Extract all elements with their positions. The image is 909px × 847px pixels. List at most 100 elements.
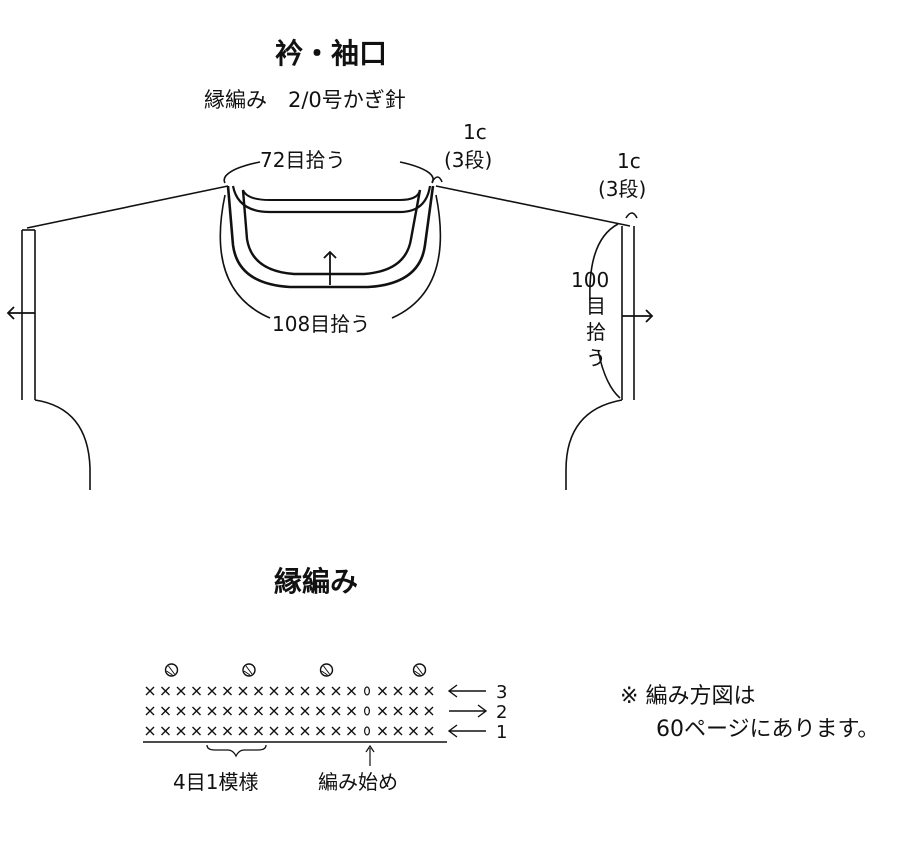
single-crochet-symbol (393, 706, 403, 716)
neckband-inner (241, 189, 422, 276)
single-crochet-symbol (347, 706, 356, 716)
sleeve-pickup-char-1: 目 (586, 294, 606, 318)
reference-note: ※ 編み方図は 60ページにあります。 (620, 680, 879, 746)
picot-hatch (414, 665, 423, 676)
picot-hatch (321, 665, 330, 676)
single-crochet-symbol (192, 706, 201, 716)
row-number-3: 3 (496, 682, 507, 703)
single-crochet-symbol (331, 706, 341, 716)
picot-hatch (166, 665, 175, 676)
note-line1: 編み方図は (645, 684, 756, 709)
single-crochet-symbol (331, 726, 341, 736)
garment-outline (21, 161, 638, 490)
single-crochet-symbol (192, 726, 201, 736)
right-arrow-head-icon (645, 309, 654, 323)
single-crochet-symbol (223, 706, 232, 716)
picot-symbol (412, 663, 427, 677)
sleeve-pickup-num: 100 (571, 268, 609, 292)
single-crochet-symbol (161, 706, 170, 716)
sleeve-pickup-char-3: う (586, 346, 606, 370)
single-crochet-symbol (393, 686, 403, 696)
single-crochet-symbol (424, 706, 434, 716)
sleeve-pickup-char-2: 拾 (586, 320, 606, 344)
start-label: 編み始め (318, 770, 398, 794)
single-crochet-symbol (409, 686, 418, 696)
left-armhole-curve (34, 399, 91, 490)
single-crochet-symbol (300, 726, 310, 736)
single-crochet-symbol (424, 726, 434, 736)
row-number-1: 1 (496, 722, 507, 743)
single-crochet-symbol (378, 686, 387, 696)
single-crochet-symbol (378, 726, 387, 736)
bottom-pickup-arc-right (391, 194, 442, 319)
left-shoulder-line (26, 185, 229, 229)
chain-symbol (364, 686, 371, 696)
repeat-brace (206, 744, 267, 758)
single-crochet-symbol (238, 726, 248, 736)
single-crochet-symbol (207, 726, 217, 736)
neck-rows-label: 1c (463, 120, 487, 144)
single-crochet-symbol (424, 686, 434, 696)
sleeve-rows-paren-label: (3段) (598, 177, 646, 201)
back-neckband-outer (231, 185, 432, 214)
single-crochet-symbol (285, 726, 294, 736)
single-crochet-symbol (207, 706, 217, 716)
right-armhole-curve (565, 399, 623, 490)
single-crochet-symbol (192, 686, 201, 696)
single-crochet-symbol (238, 706, 248, 716)
single-crochet-symbol (161, 726, 170, 736)
neck-bottom-pickup-label: 108目拾う (272, 312, 370, 336)
single-crochet-symbol (269, 686, 279, 696)
neck-top-pickup-label: 72目拾う (260, 148, 345, 172)
single-crochet-symbol (285, 706, 294, 716)
sleeve-rows-label: 1c (617, 149, 641, 173)
repeat-label: 4目1模様 (173, 770, 258, 794)
neckband-outer (226, 185, 435, 289)
single-crochet-symbol (285, 686, 294, 696)
back-neckband-inner (242, 189, 421, 201)
single-crochet-symbol (331, 686, 341, 696)
single-crochet-symbol (176, 706, 186, 716)
single-crochet-symbol (347, 686, 356, 696)
picot-symbol (242, 663, 256, 677)
single-crochet-symbol (176, 726, 186, 736)
chain-symbol (364, 726, 371, 736)
chain-symbol (364, 706, 371, 716)
picot-hatch (243, 665, 253, 676)
collar-section-subtitle: 縁編み 2/0号かぎ針 (204, 88, 406, 112)
single-crochet-symbol (347, 726, 356, 736)
single-crochet-symbol (316, 706, 325, 716)
picot-symbol (164, 663, 179, 677)
bottom-pickup-arc-left (219, 194, 271, 319)
single-crochet-symbol (176, 686, 186, 696)
single-crochet-symbol (238, 686, 248, 696)
single-crochet-symbol (254, 726, 263, 736)
edge-section-title: 縁編み (274, 565, 359, 598)
single-crochet-symbol (223, 686, 232, 696)
neck-rows-paren-label: (3段) (444, 148, 492, 172)
left-arrow-head-icon (6, 306, 15, 320)
single-crochet-symbol (269, 726, 279, 736)
single-crochet-symbol (409, 706, 418, 716)
row-number-2: 2 (496, 702, 507, 723)
single-crochet-symbol (300, 686, 310, 696)
single-crochet-symbol (223, 726, 232, 736)
picot-symbol (319, 663, 334, 677)
single-crochet-symbol (145, 686, 155, 696)
single-crochet-symbol (378, 706, 387, 716)
note-mark: ※ (620, 684, 639, 709)
right-shoulder-line (435, 185, 631, 227)
single-crochet-symbol (300, 706, 310, 716)
single-crochet-symbol (409, 726, 418, 736)
single-crochet-symbol (316, 726, 325, 736)
note-line2: 60ページにあります。 (656, 717, 880, 742)
single-crochet-symbol (254, 686, 263, 696)
single-crochet-symbol (269, 706, 279, 716)
single-crochet-symbol (316, 686, 325, 696)
single-crochet-symbol (145, 706, 155, 716)
single-crochet-symbol (207, 686, 217, 696)
collar-section-title: 衿・袖口 (275, 37, 388, 70)
single-crochet-symbol (161, 686, 170, 696)
single-crochet-symbol (393, 726, 403, 736)
